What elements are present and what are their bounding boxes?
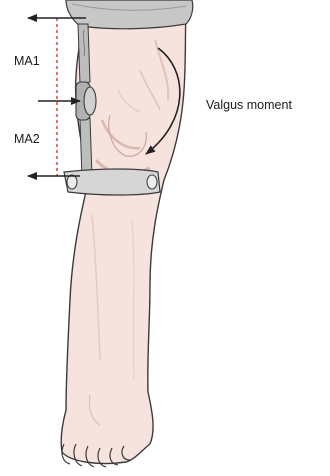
valgus-moment-label: Valgus moment: [206, 99, 292, 112]
shin-strap: [64, 169, 160, 195]
ma2-label: MA2: [14, 133, 40, 146]
ma1-label: MA1: [14, 55, 40, 68]
